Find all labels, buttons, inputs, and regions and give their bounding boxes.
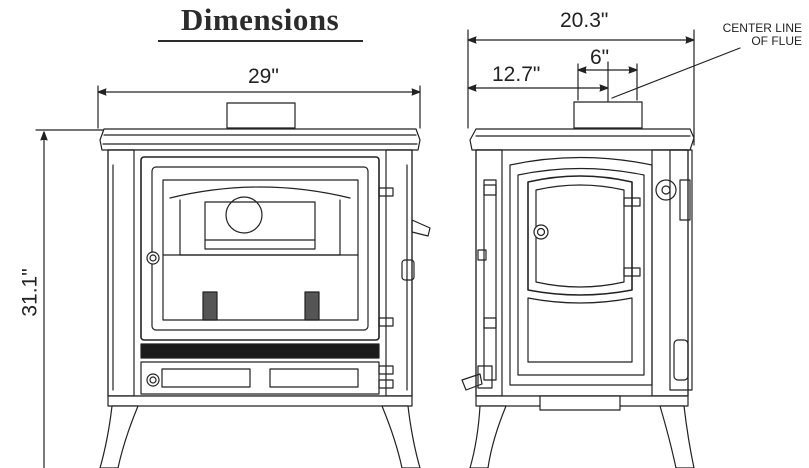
diagram-title: Dimensions xyxy=(180,2,340,37)
side-right-leg xyxy=(659,405,695,468)
front-height-dimension xyxy=(35,129,113,468)
flue-center-leader xyxy=(611,47,741,99)
front-view xyxy=(35,85,431,468)
side-flue-offset-label: 12.7" xyxy=(492,63,541,86)
front-flue-collar xyxy=(226,102,296,129)
front-height-label: 31.1" xyxy=(18,268,42,317)
flue-center-note: CENTER LINE OF FLUE xyxy=(690,22,802,48)
side-flue-width-label: 6" xyxy=(590,46,610,69)
front-width-label: 29" xyxy=(248,65,279,88)
side-depth-dimension xyxy=(467,29,695,146)
title-underline xyxy=(158,40,363,42)
side-flue-collar xyxy=(573,101,643,129)
side-view xyxy=(461,29,741,468)
flue-center-note-line2: OF FLUE xyxy=(751,34,802,48)
front-top-plate xyxy=(99,128,421,151)
front-ash-drawer xyxy=(140,361,380,395)
flue-center-note-line1: CENTER LINE xyxy=(722,21,802,35)
side-door xyxy=(527,175,633,296)
side-top-plate xyxy=(469,128,695,151)
side-depth-label: 20.3" xyxy=(560,9,609,32)
side-left-leg xyxy=(469,405,507,468)
front-right-leg xyxy=(381,405,421,468)
front-width-dimension xyxy=(97,85,421,129)
side-flue-width-dimension xyxy=(577,63,638,101)
front-left-leg xyxy=(99,405,139,468)
